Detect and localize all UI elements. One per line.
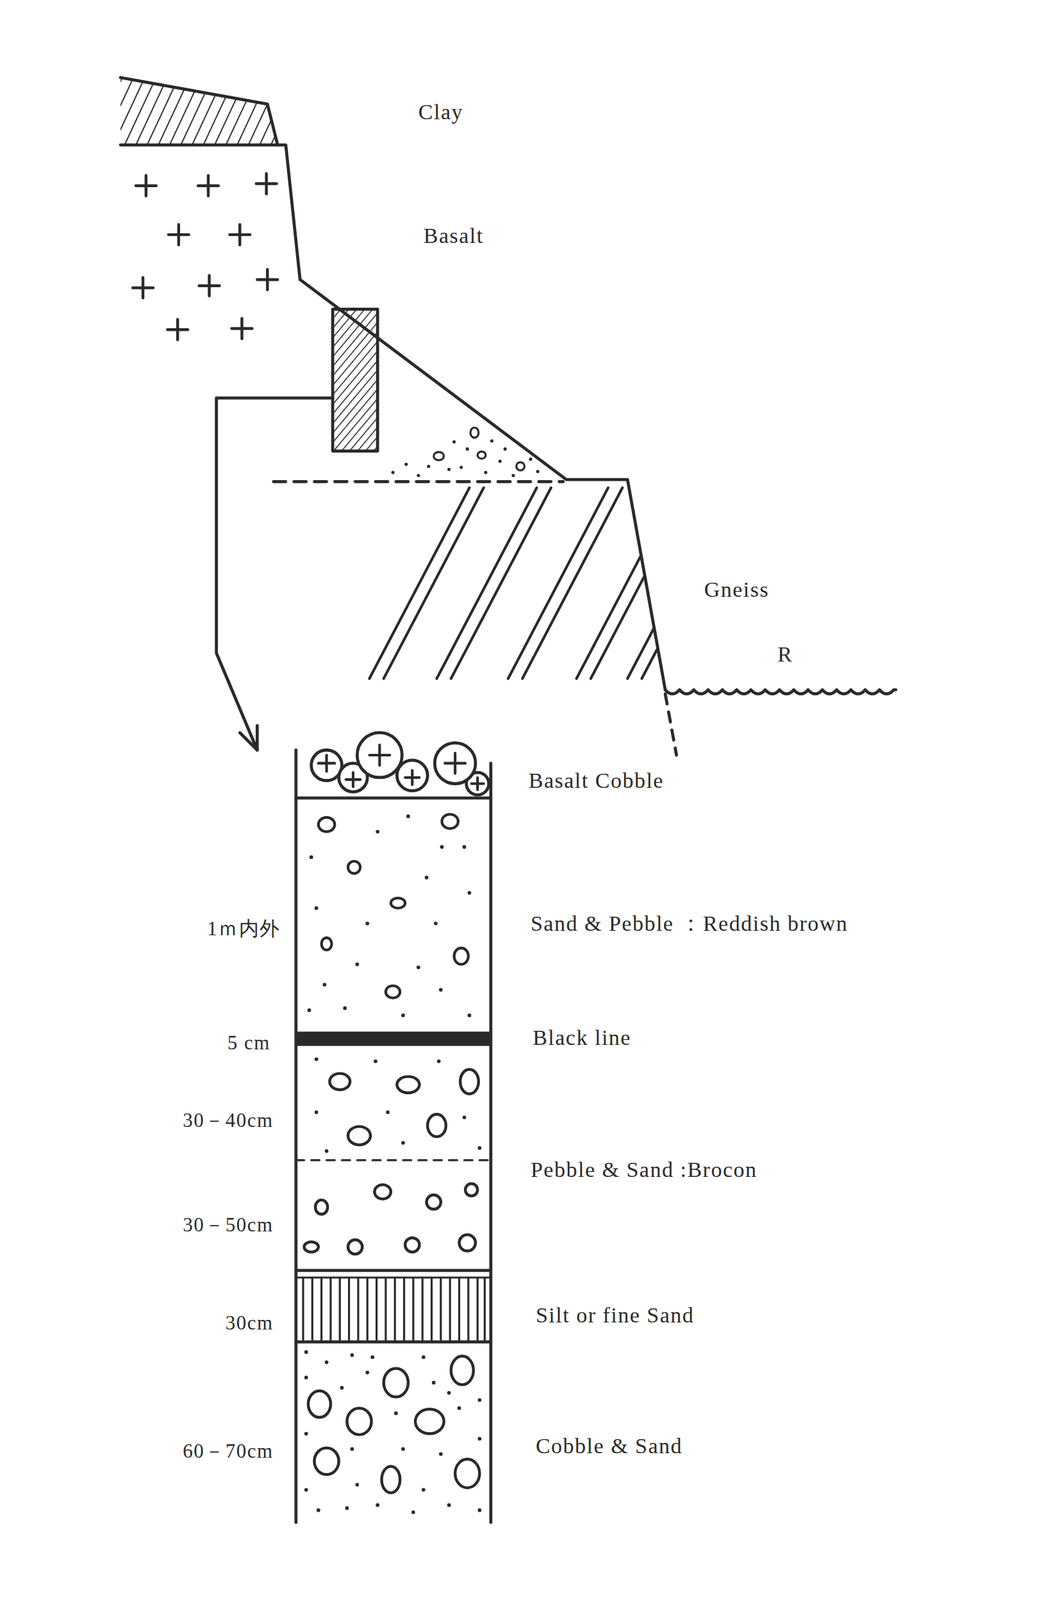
river-label: R	[777, 642, 793, 666]
basalt-cobbles	[311, 732, 489, 795]
slope-profile	[120, 144, 666, 690]
arrow-head	[239, 725, 257, 750]
fault-dash	[665, 693, 677, 755]
rock-label: Gneiss	[704, 578, 770, 602]
thickness-label: 30cm	[225, 1311, 274, 1333]
layer-label: Black line	[532, 1026, 632, 1050]
cobble-sand-layer	[304, 1349, 482, 1514]
clay-outline	[120, 77, 278, 145]
thickness-label: 5 cm	[227, 1031, 271, 1054]
layer-label: Sand & Pebble ：Reddish brown	[530, 911, 848, 936]
rock-label: Clay	[418, 99, 464, 124]
layer-label: Cobble & Sand	[535, 1433, 683, 1458]
deposit-block	[332, 308, 378, 451]
rock-label: Basalt	[423, 223, 484, 248]
clay-hatch	[120, 77, 278, 145]
thickness-label: 60－70cm	[182, 1439, 274, 1462]
sand-pebble-layer	[307, 813, 472, 1017]
thickness-label: 1ｍ内外	[206, 917, 281, 940]
thickness-label: 30－50cm	[182, 1213, 274, 1236]
pebble-sand-layer	[304, 1056, 482, 1254]
callout-arrow	[216, 397, 333, 750]
contact-dash	[273, 479, 564, 484]
layer-label: Basalt Cobble	[528, 768, 664, 793]
layer-label: Pebble & Sand :Brocon	[530, 1157, 758, 1182]
layer-label: Silt or fine Sand	[535, 1303, 695, 1328]
river-surface	[665, 689, 896, 694]
basalt-symbols	[132, 173, 278, 340]
stratigraphic-column	[296, 749, 491, 1523]
thickness-label: 30－40cm	[182, 1109, 274, 1132]
talus-debris	[391, 427, 540, 477]
gneiss-foliation	[369, 487, 742, 679]
